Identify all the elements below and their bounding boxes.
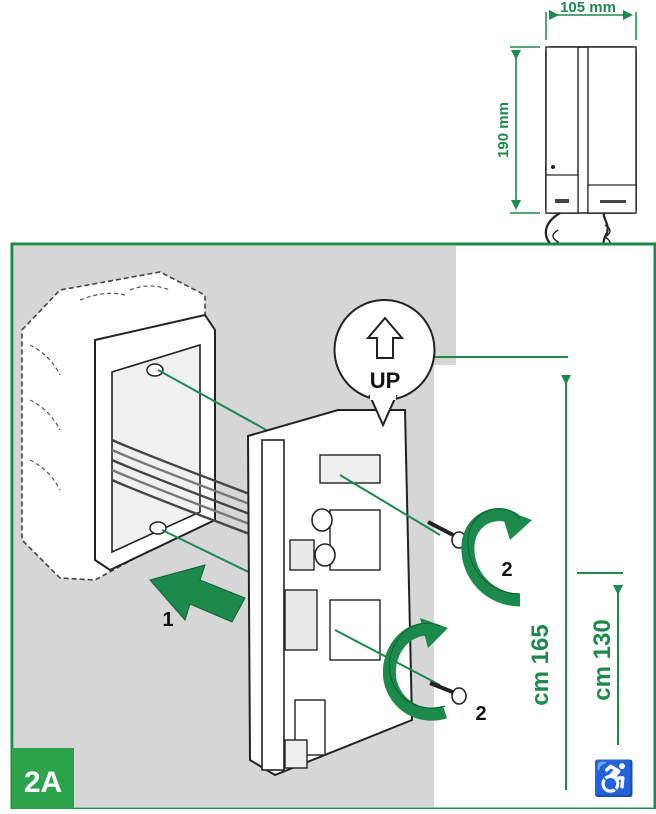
height-dimension: 190 mm (495, 46, 540, 214)
mount-height-accessible-dimension: cm 130 (589, 585, 623, 745)
width-label: 105 mm (560, 0, 616, 16)
mount-height-accessible-label: cm 130 (589, 619, 616, 700)
step-1-label: 1 (162, 609, 173, 631)
mount-height-standard-label: cm 165 (527, 624, 554, 705)
width-dimension: 105 mm (545, 0, 637, 40)
mounting-bracket (246, 409, 414, 777)
height-label: 190 mm (495, 102, 512, 158)
step-2-bottom-label: 2 (475, 703, 486, 725)
insert-arrow-icon (149, 564, 246, 623)
accessibility-icon: ♿ (593, 759, 635, 798)
step-2-top-label: 2 (501, 559, 512, 581)
flush-mount-box (21, 271, 216, 581)
handset-illustration (544, 46, 637, 297)
up-callout: UP (333, 299, 436, 428)
mount-height-standard-dimension: cm 165 (527, 375, 571, 790)
up-arrow-icon (365, 316, 405, 359)
figure-badge: 2A (12, 748, 74, 809)
rotate-arrow-bottom-icon (382, 618, 448, 721)
up-label: UP (370, 368, 401, 393)
figure-id: 2A (24, 766, 62, 799)
rotate-arrow-top-icon (461, 508, 532, 607)
